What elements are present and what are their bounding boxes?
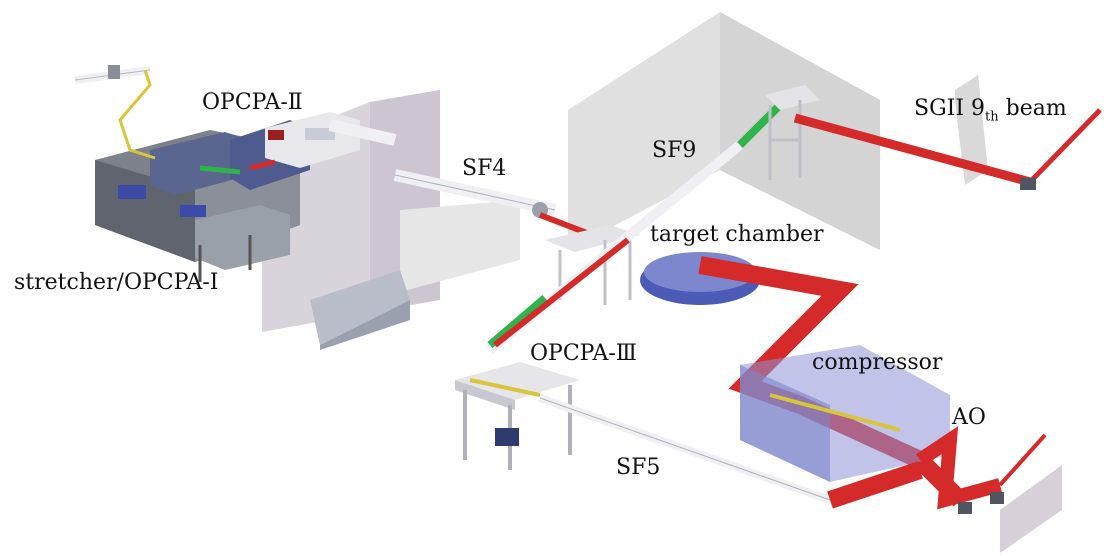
label-sf4: SF4 (462, 156, 507, 181)
label-sgii-beam: SGII 9th beam (914, 96, 1067, 125)
label-target-chamber: target chamber (650, 222, 824, 247)
label-ao: AO (952, 405, 986, 430)
sgii-stand (765, 85, 820, 180)
sf4-tube (328, 119, 602, 241)
opcpa3-table (455, 362, 580, 470)
compressor-chamber (740, 345, 950, 482)
label-stretcher-opcpa1: stretcher/OPCPA-Ⅰ (14, 270, 219, 295)
label-sgii-suffix: beam (998, 96, 1067, 121)
label-sgii-prefix: SGII 9 (914, 96, 986, 121)
ao-optics (916, 426, 1047, 514)
label-opcpa2: OPCPA-Ⅱ (202, 90, 303, 115)
front-end-equipment (95, 120, 310, 282)
input-beamline (74, 65, 276, 175)
label-sgii-sub: th (985, 109, 999, 125)
label-opcpa3: OPCPA-Ⅲ (530, 341, 637, 366)
sf5-beamline (538, 394, 923, 509)
label-compressor: compressor (812, 350, 943, 375)
sgii-beam (793, 108, 1102, 190)
label-sf9: SF9 (652, 138, 697, 163)
wall-panel-bottom-right (1000, 465, 1062, 553)
wall-block-sf4 (310, 200, 520, 350)
label-sf5: SF5 (616, 455, 661, 480)
